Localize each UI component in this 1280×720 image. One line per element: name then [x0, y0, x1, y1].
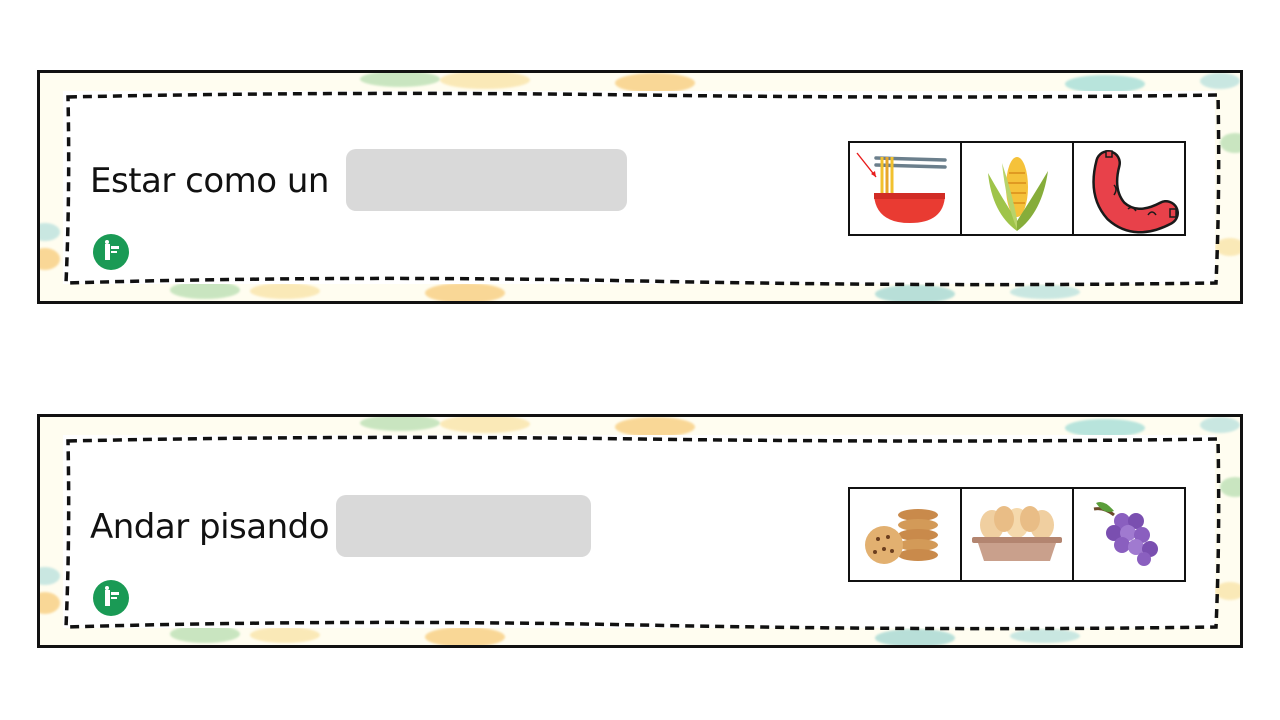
logo-icon	[93, 580, 129, 616]
noodle-bowl-icon	[856, 152, 947, 223]
option-eggs-carton[interactable]	[962, 489, 1074, 580]
answer-box[interactable]	[336, 495, 591, 557]
options-row	[848, 487, 1186, 582]
eggs-carton-icon	[972, 506, 1062, 561]
sentence-card-2: Andar pisando	[37, 414, 1243, 648]
options-row	[848, 141, 1186, 236]
prompt-text: Andar pisando	[90, 507, 330, 547]
logo-icon	[93, 234, 129, 270]
option-sausage[interactable]	[1074, 143, 1184, 234]
option-cookies[interactable]	[850, 489, 962, 580]
option-corn[interactable]	[962, 143, 1074, 234]
sentence-card-1: Estar como un	[37, 70, 1243, 304]
sausage-icon	[1092, 150, 1179, 234]
grapes-icon	[1093, 502, 1158, 566]
prompt-text: Estar como un	[90, 161, 329, 201]
corn-icon	[988, 157, 1048, 231]
answer-box[interactable]	[346, 149, 627, 211]
cookies-icon	[865, 509, 938, 564]
option-grapes[interactable]	[1074, 489, 1184, 580]
option-noodle-bowl[interactable]	[850, 143, 962, 234]
